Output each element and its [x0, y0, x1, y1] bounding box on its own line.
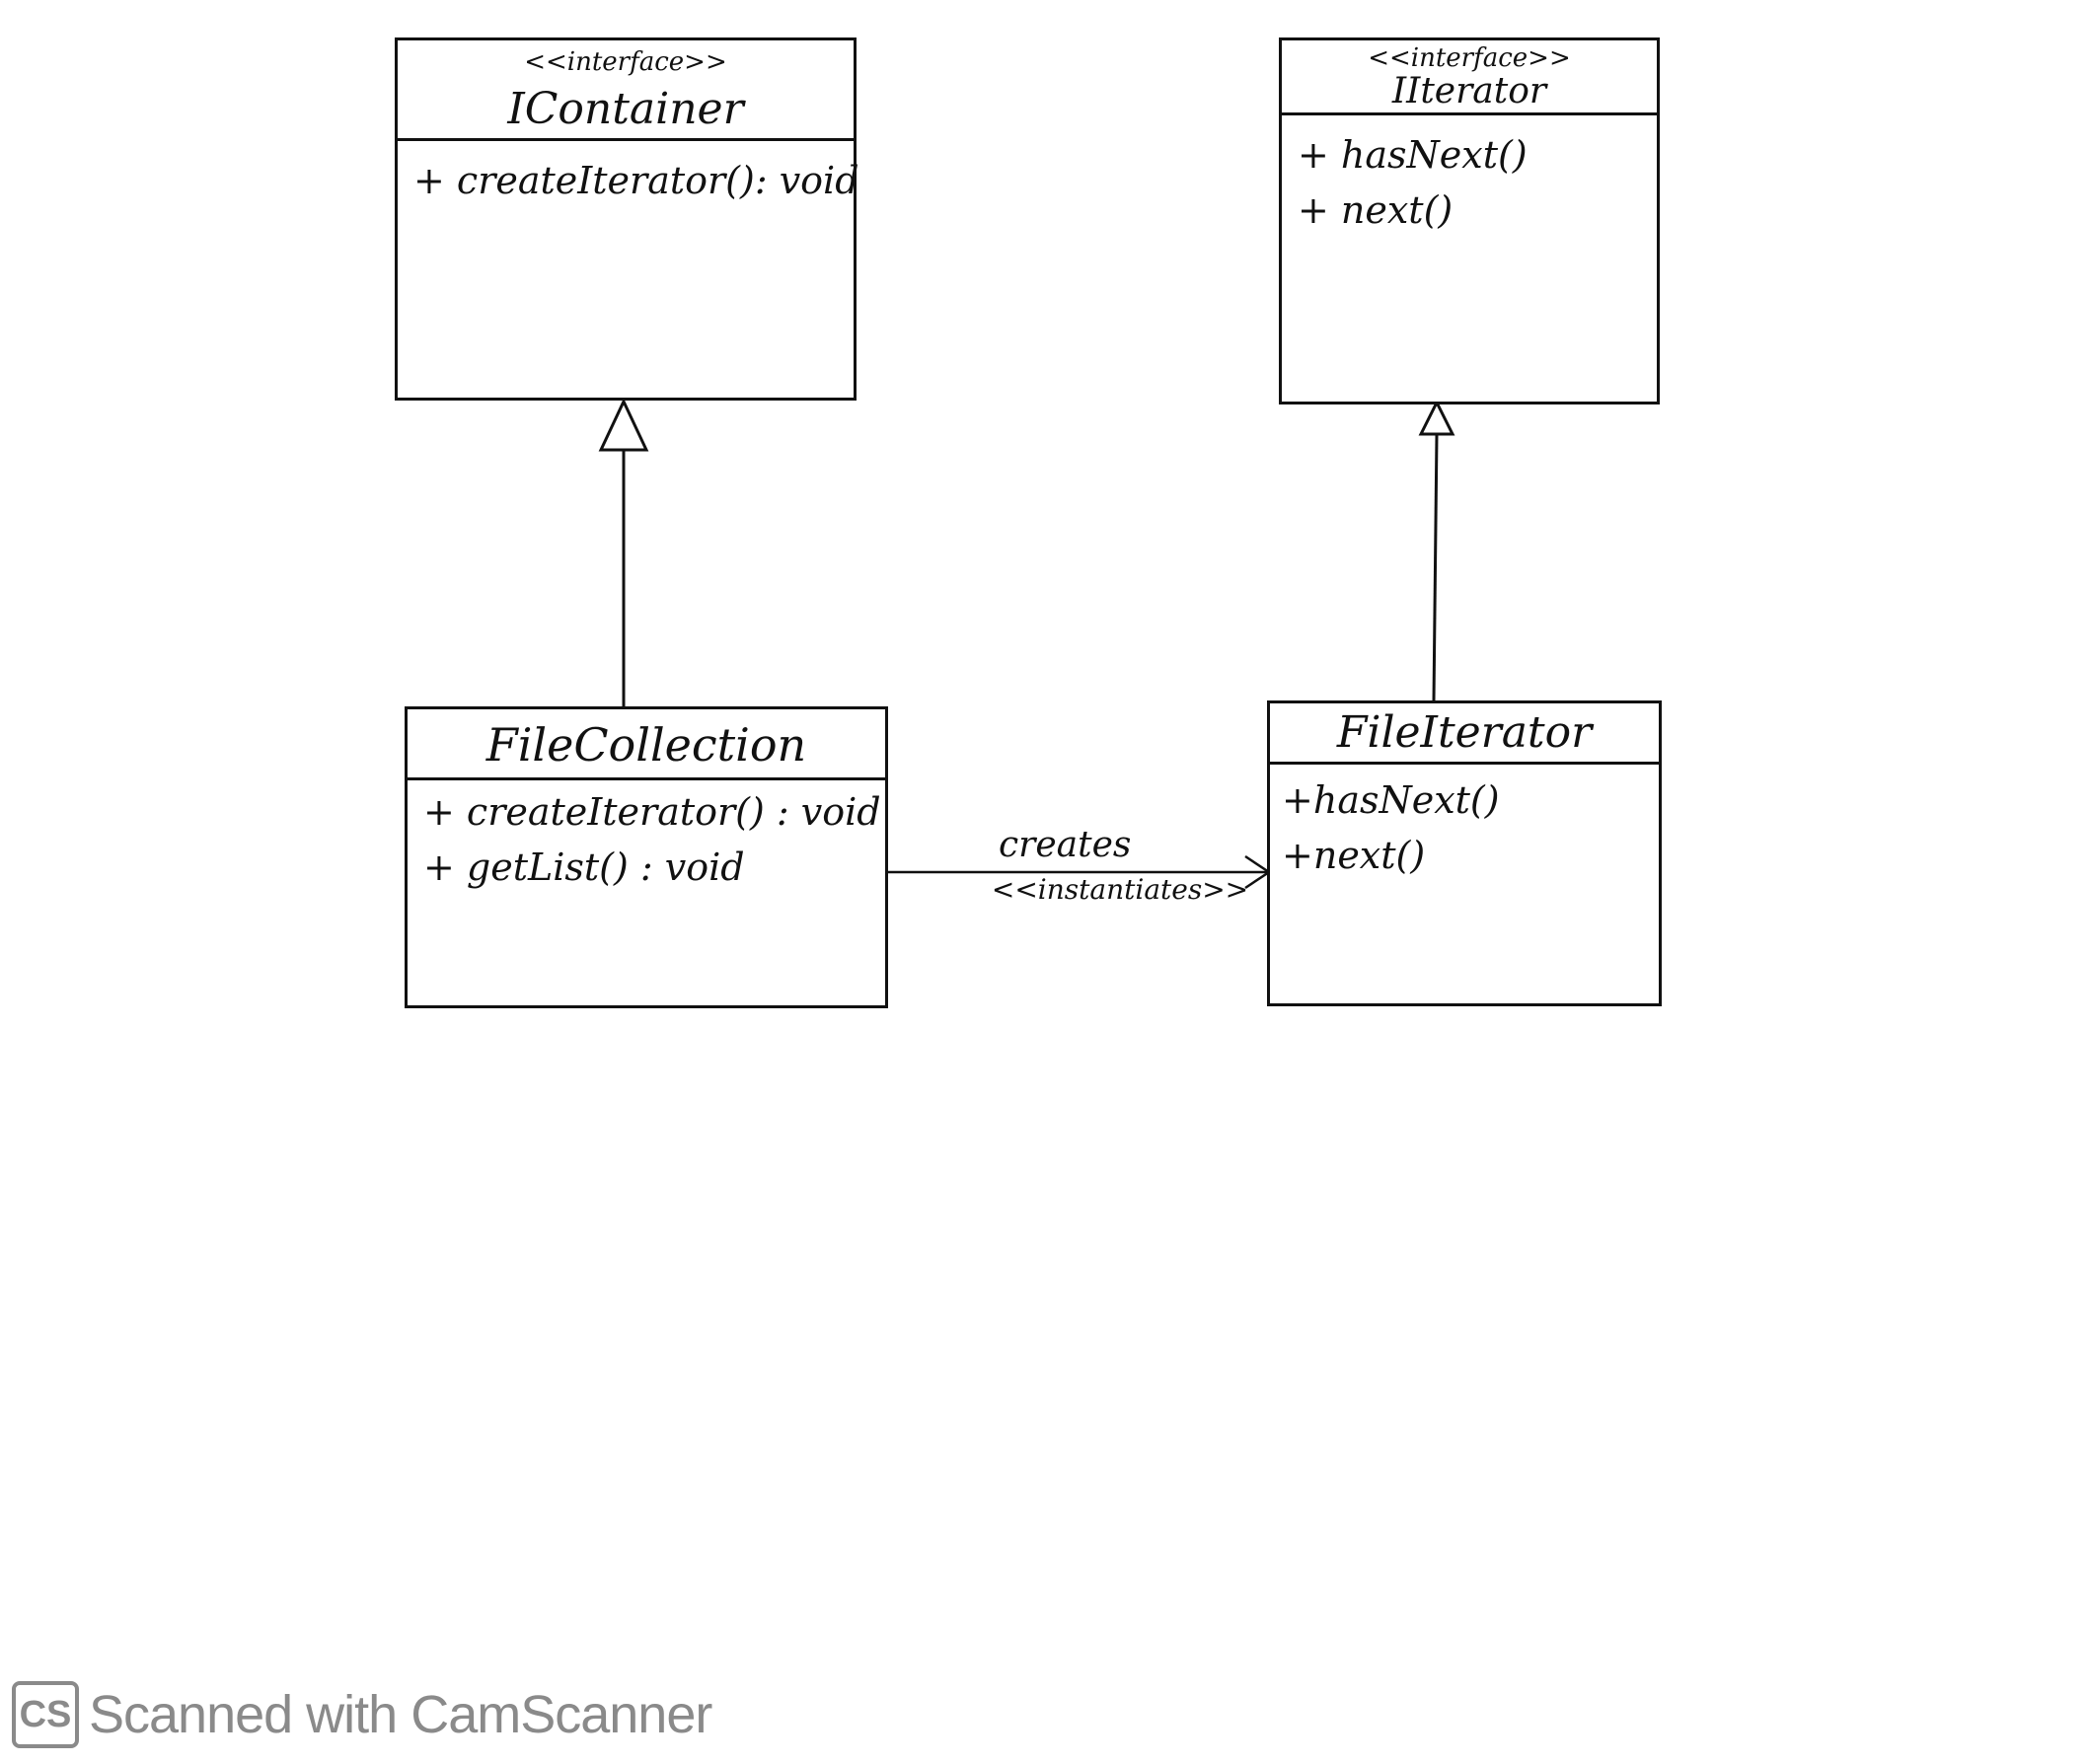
method-createiterator: + createIterator() : void [423, 790, 881, 834]
method-getlist: + getList() : void [423, 845, 745, 889]
method-next: + next() [1298, 188, 1454, 232]
class-filecollection-name: FileCollection [485, 718, 807, 772]
class-icontainer-stereotype: <<interface>> [524, 47, 727, 77]
class-fileiterator: FileIterator +hasNext() +next() [1267, 700, 1662, 1006]
camscanner-logo-icon: CS [12, 1681, 79, 1748]
class-fileiterator-methods: +hasNext() +next() [1270, 765, 1659, 883]
class-iiterator-name: IIterator [1391, 71, 1547, 111]
creates-label: creates [999, 825, 1132, 865]
method-hasnext: +hasNext() [1282, 778, 1500, 822]
camscanner-watermark: CS Scanned with CamScanner [12, 1681, 712, 1748]
camscanner-text: Scanned with CamScanner [89, 1685, 712, 1744]
method-createiterator: + createIterator(): void [413, 159, 859, 202]
realization-line-fileiterator [1432, 433, 1439, 701]
class-filecollection: FileCollection + createIterator() : void… [405, 706, 888, 1008]
realization-arrowhead-iiterator [1418, 399, 1455, 436]
class-fileiterator-name: FileIterator [1336, 707, 1593, 758]
class-icontainer: <<interface>> IContainer + createIterato… [395, 37, 859, 401]
class-iiterator-stereotype: <<interface>> [1368, 43, 1571, 73]
class-icontainer-methods: + createIterator(): void [398, 141, 859, 208]
class-filecollection-methods: + createIterator() : void + getList() : … [408, 780, 885, 895]
realization-arrowhead-icontainer [598, 398, 649, 452]
class-iiterator-header: <<interface>> IIterator [1282, 40, 1657, 115]
class-filecollection-header: FileCollection [408, 709, 885, 780]
class-iiterator: <<interface>> IIterator + hasNext() + ne… [1279, 37, 1660, 404]
class-icontainer-header: <<interface>> IContainer [398, 40, 854, 141]
class-icontainer-name: IContainer [507, 84, 744, 134]
instantiates-stereotype: <<instantiates>> [991, 873, 1249, 906]
class-fileiterator-header: FileIterator [1270, 703, 1659, 765]
class-iiterator-methods: + hasNext() + next() [1282, 115, 1657, 238]
method-next: +next() [1282, 834, 1426, 877]
method-hasnext: + hasNext() [1298, 133, 1528, 177]
